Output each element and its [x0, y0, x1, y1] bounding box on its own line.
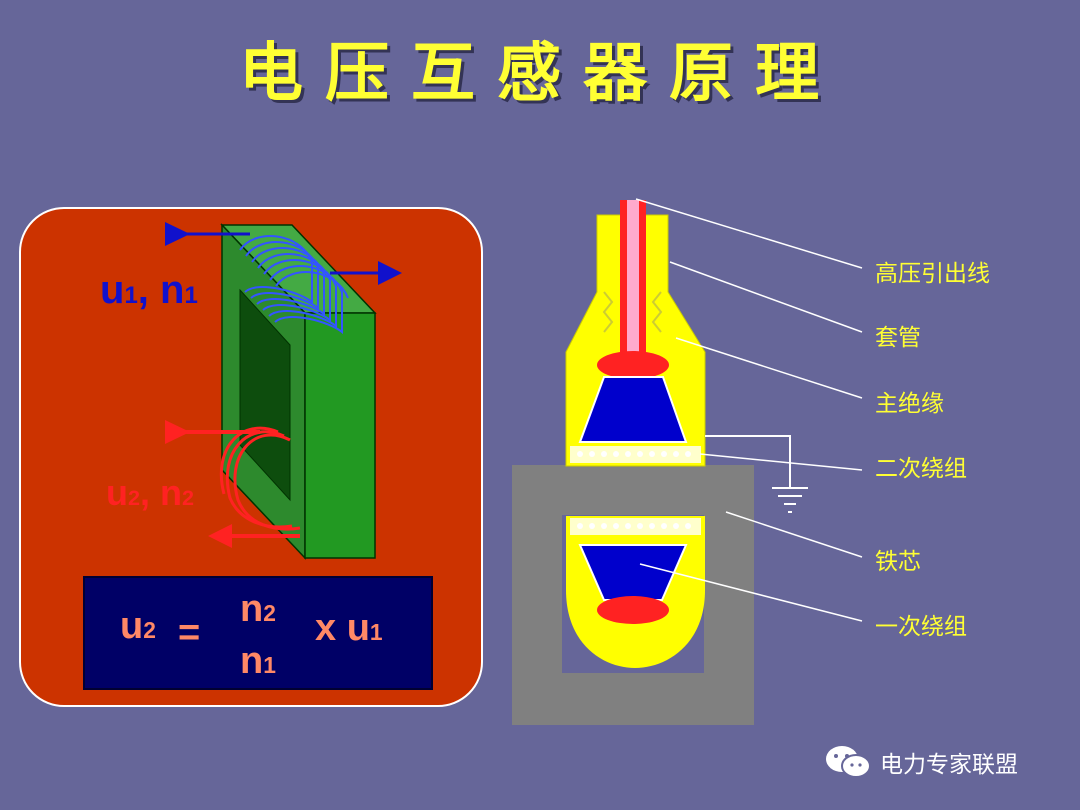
formula-num-sub: 2 [263, 600, 276, 626]
upper-primary-winding [578, 376, 688, 443]
callout-hv-lead: 高压引出线 [875, 261, 990, 287]
formula-num-symbol: n [240, 588, 264, 630]
slide-title: 电压互感器原理 [239, 37, 841, 111]
formula-lhs-symbol: u [120, 605, 144, 647]
secondary-label-turns: , n [140, 472, 183, 513]
secondary-label-symbol: u [106, 472, 128, 513]
primary-label-turns-sub: 1 [184, 282, 198, 309]
callout-secondary-winding: 二次绕组 [875, 456, 967, 482]
primary-label-turns: , n [137, 268, 185, 312]
primary-coil [239, 235, 349, 335]
secondary-label-turns-sub: 2 [182, 485, 195, 510]
formula-equals: = [178, 612, 201, 654]
callout-bushing: 套管 [875, 325, 921, 351]
formula-denominator: n1 [240, 640, 276, 683]
callout-primary-winding: 一次绕组 [875, 614, 967, 640]
transformer-core [220, 223, 377, 560]
formula-numerator: n2 [240, 588, 276, 631]
formula-rhs-sub: 1 [369, 619, 383, 645]
callout-main-insulation: 主绝缘 [875, 391, 944, 417]
secondary-arrows [165, 420, 300, 548]
callout-lines [635, 198, 863, 622]
upper-red-disc [597, 351, 669, 379]
primary-label-symbol: u [100, 268, 125, 312]
ground-symbol [705, 435, 808, 513]
watermark-text: 电力专家联盟 [880, 752, 1018, 778]
secondary-winding-lower [570, 518, 701, 535]
lower-red-disc [597, 596, 669, 624]
callout-iron-core: 铁芯 [875, 549, 921, 575]
secondary-label: u2, n2 [106, 472, 194, 514]
wechat-icon [826, 746, 871, 778]
formula-den-sub: 1 [263, 652, 276, 678]
formula-lhs-sub: 2 [143, 617, 156, 643]
secondary-label-sub: 2 [128, 485, 141, 510]
formula-den-symbol: n [240, 640, 264, 682]
primary-arrows [165, 222, 402, 285]
primary-label-sub: 1 [124, 282, 138, 309]
formula-rhs: x u1 [315, 607, 383, 650]
formula-rhs-symbol: x u [315, 607, 370, 649]
hv-lead [620, 200, 646, 358]
lower-primary-winding [578, 544, 688, 601]
formula-box [83, 576, 433, 690]
formula-lhs: u2 [120, 605, 156, 648]
watermark: 电力专家联盟 [824, 744, 1018, 780]
secondary-winding-upper [570, 446, 701, 463]
primary-label: u1, n1 [100, 268, 198, 313]
